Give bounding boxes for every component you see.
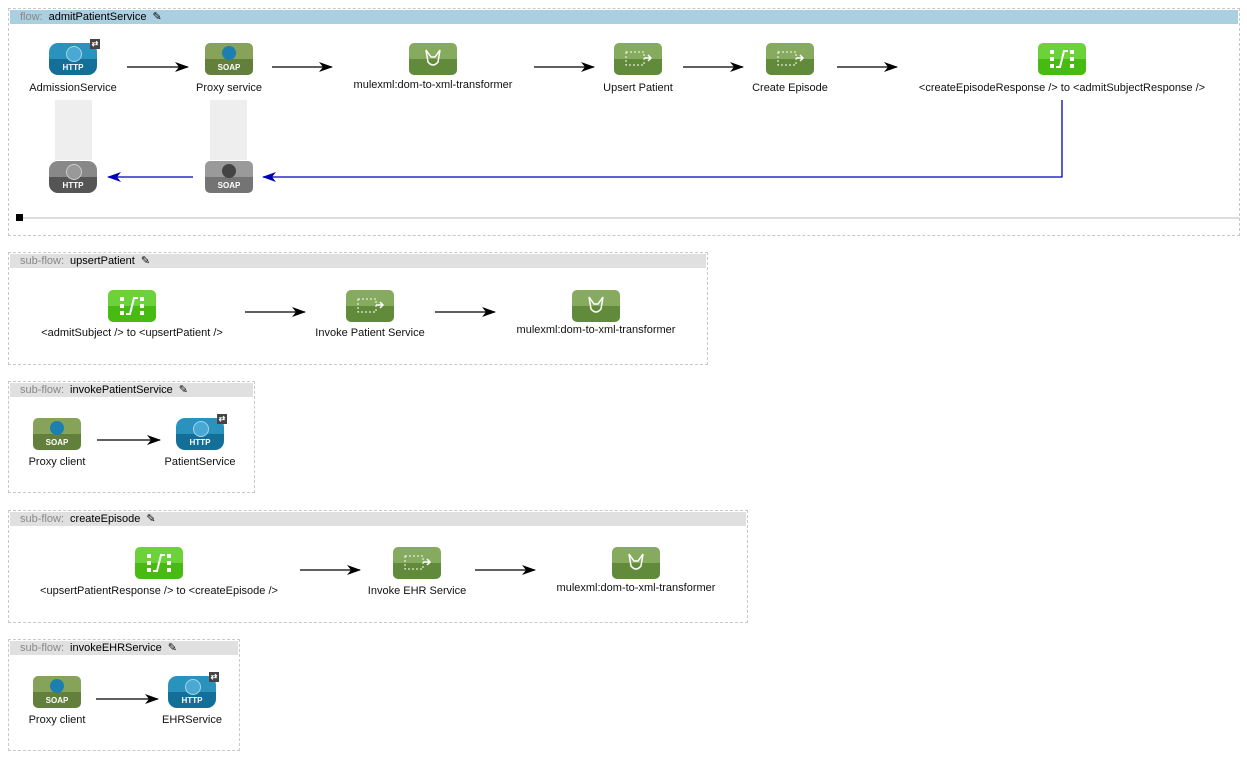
edit-icon[interactable]: ✎ bbox=[178, 384, 188, 396]
flow-reference-icon[interactable] bbox=[346, 290, 394, 322]
node-label: mulexml:dom-to-xml-transformer bbox=[353, 79, 513, 91]
response-lane bbox=[55, 100, 92, 160]
node-label: Proxy service bbox=[195, 82, 263, 94]
icon-text: SOAP bbox=[217, 63, 241, 72]
icon-text: HTTP bbox=[189, 438, 211, 447]
response-lane bbox=[210, 100, 247, 160]
flow-kind: sub-flow: bbox=[20, 642, 65, 654]
node-label: <admitSubject /> to <upsertPatient /> bbox=[41, 327, 223, 339]
http-response-icon[interactable]: HTTP bbox=[49, 161, 97, 193]
node-label: Upsert Patient bbox=[603, 82, 673, 94]
node-label: <createEpisodeResponse /> to <admitSubje… bbox=[918, 82, 1206, 94]
flow-name: invokePatientService bbox=[70, 384, 173, 396]
dom-to-xml-transformer-icon[interactable] bbox=[612, 547, 660, 579]
subflow-container: sub-flow: createEpisode ✎ bbox=[8, 510, 748, 623]
response-arrow bbox=[262, 100, 1063, 182]
icon-text: SOAP bbox=[217, 181, 241, 190]
icon-text: HTTP bbox=[62, 181, 84, 190]
subflow-container: sub-flow: invokeEHRService ✎ bbox=[8, 639, 240, 751]
edit-icon[interactable]: ✎ bbox=[140, 255, 151, 267]
flow-container: flow: admitPatientService ✎ bbox=[8, 8, 1240, 236]
http-endpoint-icon[interactable]: HTTP ⇄ bbox=[49, 39, 100, 75]
exchange-pattern-icon: ⇄ bbox=[209, 672, 219, 682]
node-label: mulexml:dom-to-xml-transformer bbox=[516, 324, 676, 336]
node-label: AdmissionService bbox=[29, 82, 117, 94]
flow-kind: sub-flow: bbox=[20, 513, 65, 525]
flow-header[interactable]: flow: admitPatientService ✎ bbox=[10, 10, 1238, 24]
collapse-toggle-icon[interactable] bbox=[16, 214, 23, 221]
flow-header[interactable]: sub-flow: invokePatientService ✎ bbox=[10, 383, 253, 397]
node-label: Proxy client bbox=[28, 456, 86, 468]
edit-icon[interactable]: ✎ bbox=[152, 11, 162, 23]
soap-component-icon[interactable]: SOAP bbox=[205, 43, 253, 75]
soap-component-icon[interactable]: SOAP bbox=[33, 676, 81, 708]
flow-header[interactable]: sub-flow: invokeEHRService ✎ bbox=[10, 641, 238, 655]
node-label: <upsertPatientResponse /> to <createEpis… bbox=[40, 585, 278, 597]
node-label: mulexml:dom-to-xml-transformer bbox=[556, 582, 716, 594]
flow-kind: sub-flow: bbox=[20, 255, 65, 267]
flow-header[interactable]: sub-flow: createEpisode ✎ bbox=[10, 512, 746, 526]
node-label: Invoke Patient Service bbox=[315, 327, 425, 339]
flow-reference-icon[interactable] bbox=[614, 43, 662, 75]
subflow-container: sub-flow: invokePatientService ✎ bbox=[8, 381, 255, 493]
soap-component-icon[interactable]: SOAP bbox=[33, 418, 81, 450]
edit-icon[interactable]: ✎ bbox=[146, 513, 156, 525]
datamapper-icon[interactable] bbox=[135, 547, 183, 579]
flow-kind: flow: bbox=[20, 11, 43, 23]
flow-name: upsertPatient bbox=[70, 255, 135, 267]
icon-text: SOAP bbox=[45, 438, 69, 447]
flow-name: createEpisode bbox=[70, 513, 141, 525]
datamapper-icon[interactable] bbox=[108, 290, 156, 322]
edit-icon[interactable]: ✎ bbox=[167, 642, 177, 654]
node-label: EHRService bbox=[162, 714, 222, 726]
node-label: Create Episode bbox=[752, 82, 828, 94]
http-endpoint-icon[interactable]: HTTP ⇄ bbox=[168, 672, 219, 708]
flow-header[interactable]: sub-flow: upsertPatient ✎ bbox=[10, 254, 706, 268]
exchange-pattern-icon: ⇄ bbox=[90, 39, 100, 49]
flow-reference-icon[interactable] bbox=[393, 547, 441, 579]
subflow-container: sub-flow: upsertPatient ✎ bbox=[8, 252, 708, 365]
node-label: Proxy client bbox=[28, 714, 86, 726]
dom-to-xml-transformer-icon[interactable] bbox=[572, 290, 620, 322]
flow-kind: sub-flow: bbox=[20, 384, 65, 396]
exchange-pattern-icon: ⇄ bbox=[217, 414, 227, 424]
icon-text: HTTP bbox=[181, 696, 203, 705]
http-endpoint-icon[interactable]: HTTP ⇄ bbox=[176, 414, 227, 450]
flow-name: admitPatientService bbox=[48, 11, 147, 23]
flow-reference-icon[interactable] bbox=[766, 43, 814, 75]
icon-text: HTTP bbox=[62, 63, 84, 72]
node-label: PatientService bbox=[164, 456, 236, 468]
node-label: Invoke EHR Service bbox=[367, 585, 467, 597]
flow-name: invokeEHRService bbox=[70, 642, 162, 654]
soap-response-icon[interactable]: SOAP bbox=[205, 161, 253, 193]
icon-text: SOAP bbox=[45, 696, 69, 705]
datamapper-icon[interactable] bbox=[1038, 43, 1086, 75]
dom-to-xml-transformer-icon[interactable] bbox=[409, 43, 457, 75]
